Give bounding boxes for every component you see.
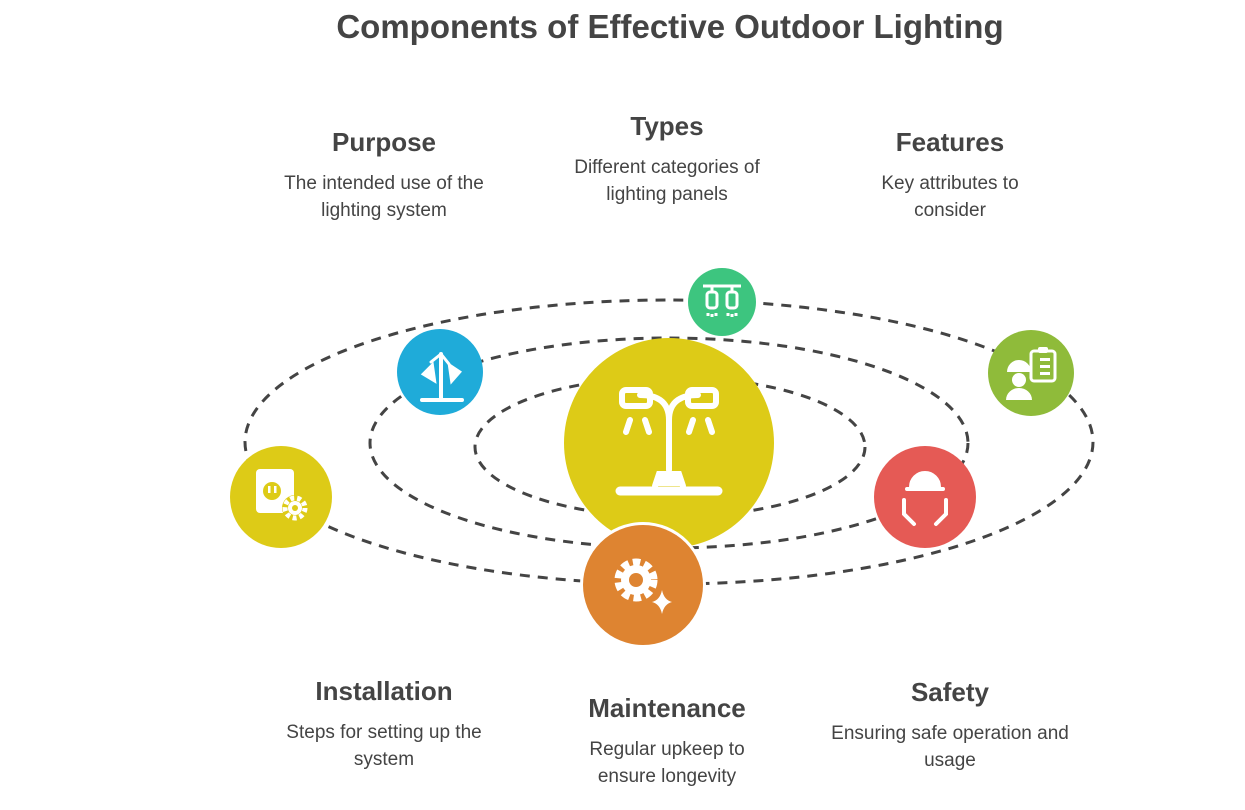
safety-node <box>874 446 976 548</box>
outlet-gear-icon <box>256 469 308 521</box>
features-label: Features Key attributes to consider <box>800 127 1100 224</box>
floor-lamp-icon <box>420 352 464 402</box>
maintenance-label: Maintenance Regular upkeep to ensure lon… <box>517 693 817 790</box>
maintenance-node <box>580 522 706 648</box>
street-lamp-icon <box>615 387 723 496</box>
center-node <box>564 338 774 548</box>
installation-title: Installation <box>315 676 453 706</box>
purpose-title: Purpose <box>331 127 437 157</box>
features-title: Features <box>895 127 1005 157</box>
worker-checklist-icon <box>1006 347 1057 400</box>
maintenance-description: Regular upkeep to ensure longevity <box>589 739 745 787</box>
features-description: Key attributes to consider <box>881 173 1019 221</box>
safety-label: Safety Ensuring safe operation and usage <box>800 677 1100 774</box>
types-description: Different categories of lighting panels <box>574 157 760 205</box>
installation-node <box>230 446 332 548</box>
hands-helmet-icon <box>902 471 948 526</box>
gear-sparkle-icon <box>614 558 672 614</box>
purpose-description: The intended use of the lighting system <box>284 173 484 221</box>
installation-description: Steps for setting up the system <box>286 722 482 770</box>
diagram-title: Components of Effective Outdoor Lighting <box>336 8 1004 45</box>
pendant-lights-icon <box>703 284 741 317</box>
installation-label: Installation Steps for setting up the sy… <box>234 676 534 773</box>
maintenance-title: Maintenance <box>588 693 746 723</box>
purpose-label: Purpose The intended use of the lighting… <box>234 127 534 224</box>
safety-title: Safety <box>910 677 990 707</box>
purpose-node <box>397 329 483 415</box>
safety-description: Ensuring safe operation and usage <box>831 723 1069 771</box>
features-node <box>988 330 1074 416</box>
types-title: Types <box>630 111 704 141</box>
middle-orbit <box>368 336 970 550</box>
types-label: Types Different categories of lighting p… <box>517 111 817 208</box>
types-node <box>688 268 756 336</box>
